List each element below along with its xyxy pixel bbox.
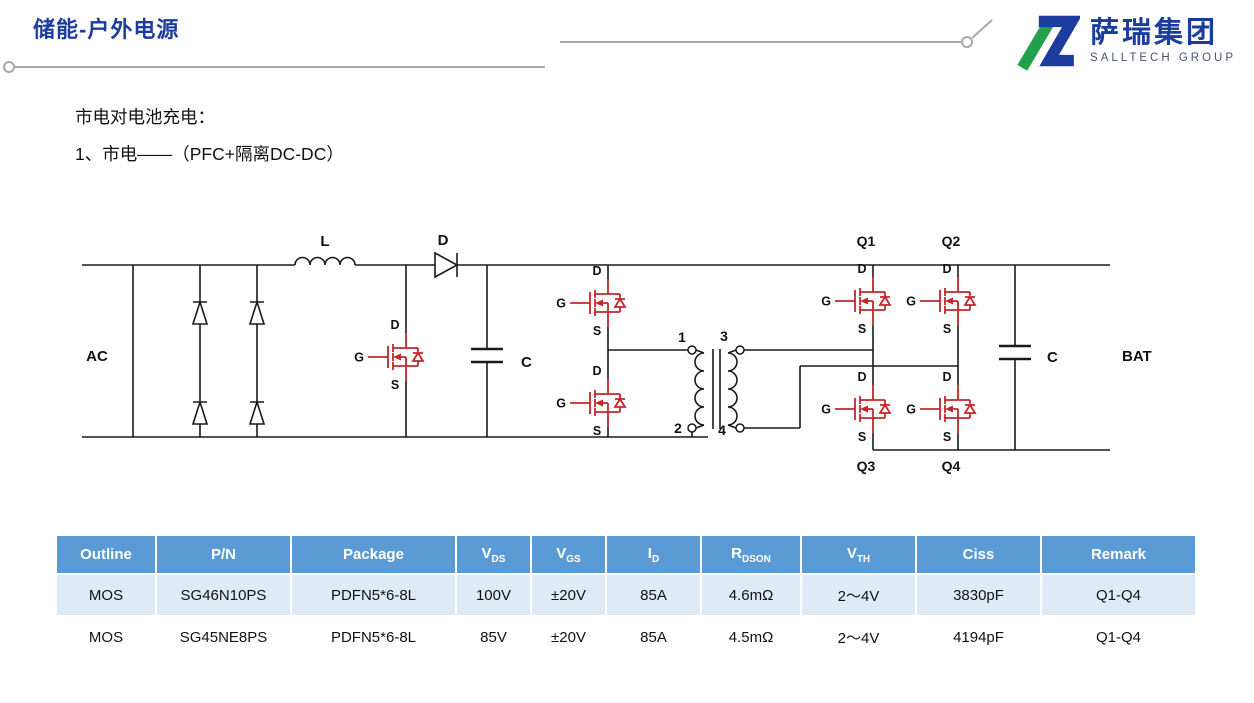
inductor-label: L xyxy=(320,233,329,250)
table-cell: MOS xyxy=(55,573,157,617)
boost-diode xyxy=(434,251,459,279)
table-cell: 100V xyxy=(455,573,532,617)
table-header: Outline P/N Package VDS VGS ID RDSON VTH… xyxy=(55,534,1197,575)
table-cell: 4194pF xyxy=(915,615,1042,659)
col-header: P/N xyxy=(155,534,292,575)
pin4-label: 4 xyxy=(718,422,726,438)
header-deco-dot-right xyxy=(961,36,973,48)
primary-pin1-terminal xyxy=(687,345,697,355)
col-header: Package xyxy=(290,534,457,575)
secondary-pin4-terminal xyxy=(735,423,745,433)
header-deco-dot-left xyxy=(3,61,15,73)
table-cell: 2～4V xyxy=(800,573,917,617)
mosfet-pfc xyxy=(353,317,424,393)
logo-text: 萨瑞集团 SALLTECH GROUP xyxy=(1090,16,1236,65)
transformer-primary-coil xyxy=(694,352,705,426)
table-cell: 3830pF xyxy=(915,573,1042,617)
logo-blue-stroke xyxy=(1038,15,1081,67)
col-header: VGS xyxy=(530,534,607,575)
col-header: Ciss xyxy=(915,534,1042,575)
col-header: Remark xyxy=(1040,534,1197,575)
secondary-pin3-terminal xyxy=(735,345,745,355)
transformer-core xyxy=(712,349,721,429)
output-capacitor xyxy=(999,344,1031,361)
logo-green-stroke xyxy=(1017,19,1055,71)
ac-label: AC xyxy=(86,348,108,365)
table-row: MOS SG46N10PS PDFN5*6-8L 100V ±20V 85A 4… xyxy=(55,573,1197,617)
table-cell: PDFN5*6-8L xyxy=(290,573,457,617)
mosfet-spec-table: Outline P/N Package VDS VGS ID RDSON VTH… xyxy=(55,534,1197,659)
boost-diode-label: D xyxy=(438,232,449,249)
bat-label: BAT xyxy=(1122,348,1152,365)
q2-label: Q2 xyxy=(942,233,961,249)
table-cell: ±20V xyxy=(530,573,607,617)
table-cell: ±20V xyxy=(530,615,607,659)
table-cell: PDFN5*6-8L xyxy=(290,615,457,659)
table-cell: 2～4V xyxy=(800,615,917,659)
pin2-label: 2 xyxy=(674,420,682,436)
q3-label: Q3 xyxy=(857,458,876,474)
table-cell: 85V xyxy=(455,615,532,659)
bus-cap-label: C xyxy=(521,354,532,371)
table-cell: Q1-Q4 xyxy=(1040,573,1197,617)
table-cell: MOS xyxy=(55,615,157,659)
col-header: VTH xyxy=(800,534,917,575)
company-logo: 萨瑞集团 SALLTECH GROUP xyxy=(1010,8,1236,74)
mosfet-halfbridge-high xyxy=(555,263,626,339)
pin3-label: 3 xyxy=(720,328,728,344)
pin1-label: 1 xyxy=(678,329,686,345)
table-cell: 85A xyxy=(605,615,702,659)
intro-line-2: 1、市电——（PFC+隔离DC-DC） xyxy=(75,144,344,164)
circuit-wires xyxy=(82,264,1110,451)
intro-line-1: 市电对电池充电： xyxy=(75,107,215,127)
mosfet-q4 xyxy=(905,369,976,445)
mosfet-q1 xyxy=(820,261,891,337)
q4-label: Q4 xyxy=(942,458,961,474)
table-cell: 4.5mΩ xyxy=(700,615,802,659)
table-cell: 85A xyxy=(605,573,702,617)
header-deco-diagonal xyxy=(971,19,993,39)
table-cell: SG45NE8PS xyxy=(155,615,292,659)
table-cell: 4.6mΩ xyxy=(700,573,802,617)
primary-pin2-terminal xyxy=(687,423,697,433)
table-cell: SG46N10PS xyxy=(155,573,292,617)
mosfet-q2 xyxy=(905,261,976,337)
logo-group-name: SALLTECH GROUP xyxy=(1090,52,1236,65)
page-title: 储能-户外电源 xyxy=(33,17,180,42)
logo-company-name: 萨瑞集团 xyxy=(1090,16,1219,49)
mosfet-halfbridge-low xyxy=(555,363,626,439)
transformer-secondary-coil xyxy=(727,352,738,426)
table-body: MOS SG46N10PS PDFN5*6-8L 100V ±20V 85A 4… xyxy=(55,573,1197,659)
col-header: ID xyxy=(605,534,702,575)
out-cap-label: C xyxy=(1047,349,1058,366)
bus-capacitor xyxy=(471,347,503,364)
header-row: Outline P/N Package VDS VGS ID RDSON VTH… xyxy=(55,534,1197,575)
table-cell: Q1-Q4 xyxy=(1040,615,1197,659)
inductor xyxy=(294,256,356,266)
col-header: RDSON xyxy=(700,534,802,575)
bridge-rectifier-diodes xyxy=(191,299,266,425)
col-header: Outline xyxy=(55,534,157,575)
col-header: VDS xyxy=(455,534,532,575)
logo-mark-icon xyxy=(1017,15,1081,71)
mosfet-q3 xyxy=(820,369,891,445)
q1-label: Q1 xyxy=(857,233,876,249)
table-row: MOS SG45NE8PS PDFN5*6-8L 85V ±20V 85A 4.… xyxy=(55,615,1197,659)
